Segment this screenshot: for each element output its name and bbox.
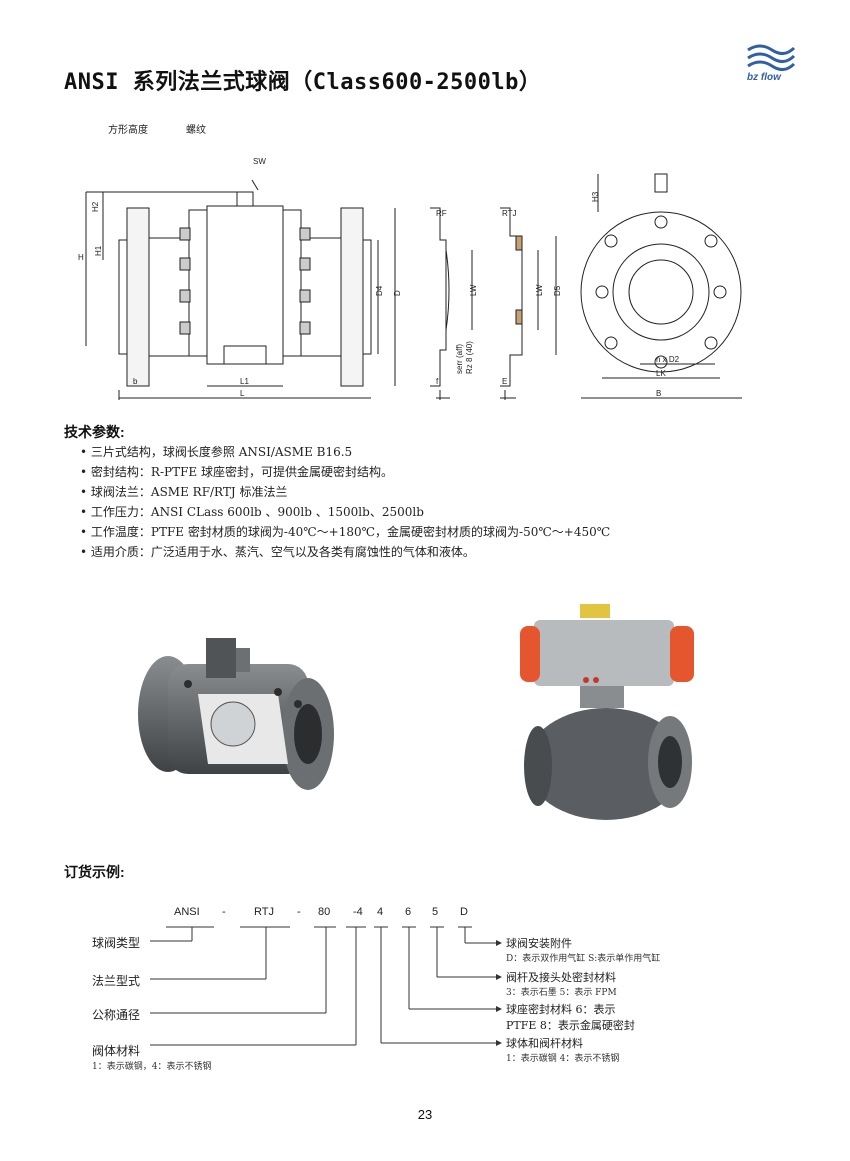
dim-lw-rf: LW <box>469 284 478 296</box>
code-5: 5 <box>432 906 438 918</box>
tech-heading: 技术参数: <box>64 424 125 440</box>
label-flange-type: 法兰型式 <box>92 974 140 988</box>
code-6: 6 <box>405 906 411 918</box>
tech-item: 三片式结构，球阀长度参照 ANSI/ASME B16.5 <box>80 442 610 462</box>
tech-item: 工作温度：PTFE 密封材质的球阀为-40℃～+180℃，金属硬密封材质的球阀为… <box>80 522 610 542</box>
desc-accessories: 球阀安装附件 <box>506 936 572 950</box>
dim-nxd2: n x D2 <box>656 355 680 364</box>
code-ansi: ANSI <box>174 906 200 918</box>
dim-b-small: b <box>133 377 138 386</box>
dim-f: f <box>436 377 439 386</box>
code-dash-2: - <box>297 906 301 918</box>
desc-ball-stem-material-sub: 1：表示碳钢 4：表示不锈钢 <box>506 1052 619 1064</box>
dim-e: E <box>502 377 507 386</box>
tech-list: 三片式结构，球阀长度参照 ANSI/ASME B16.5 密封结构：R-PTFE… <box>80 442 610 562</box>
dim-h3: H3 <box>591 191 600 202</box>
dim-lw-rtj: LW <box>535 284 544 296</box>
page-number: 23 <box>417 1107 433 1122</box>
cutaway-valve-image <box>138 638 334 790</box>
dim-rz: Rz 8 (40) <box>465 341 474 374</box>
tech-item: 工作压力：ANSI CLass 600lb 、900lb 、1500lb、250… <box>80 502 610 522</box>
dim-l1: L1 <box>240 377 249 386</box>
brand-logo-text: bz flow <box>747 72 781 83</box>
dim-d4: D4 <box>375 285 384 296</box>
dim-h: H <box>78 253 84 262</box>
code-80: 80 <box>318 906 330 918</box>
desc-stem-seal-sub: 3：表示石墨 5：表示 FPM <box>506 986 617 998</box>
desc-ball-stem-material: 球体和阀杆材料 <box>506 1036 583 1050</box>
page-title: ANSI 系列法兰式球阀（Class600-2500lb） <box>64 70 542 95</box>
desc-seat-material: 球座密封材料 6：表示 <box>506 1002 616 1016</box>
dim-l: L <box>240 389 245 398</box>
tech-item: 密封结构：R-PTFE 球座密封，可提供金属硬密封结构。 <box>80 462 610 482</box>
code-rtj: RTJ <box>254 906 274 918</box>
actuated-valve-image <box>520 604 694 820</box>
code-d: D <box>460 906 468 918</box>
desc-stem-seal: 阀杆及接头处密封材料 <box>506 970 616 984</box>
dim-lk: LK <box>656 369 666 378</box>
code-4: 4 <box>377 906 383 918</box>
dim-h2: H2 <box>91 201 100 212</box>
code-dash-1: - <box>222 906 226 918</box>
tech-item: 球阀法兰：ASME RF/RTJ 标准法兰 <box>80 482 610 502</box>
dim-serr: serr (aff) <box>455 344 464 374</box>
tech-item: 适用介质：广泛适用于水、蒸汽、空气以及各类有腐蚀性的气体和液体。 <box>80 542 610 562</box>
label-valve-type: 球阀类型 <box>92 936 140 950</box>
dim-b-big: B <box>656 389 661 398</box>
label-square-height: 方形高度 <box>108 125 148 136</box>
label-body-material-sub: 1：表示碳钢，4：表示不锈钢 <box>92 1060 211 1072</box>
dim-rf: RF <box>436 209 447 218</box>
order-code-diagram: ANSI - RTJ - 80 -4 4 6 5 D <box>92 906 660 1072</box>
label-body-material: 阀体材料 <box>92 1044 140 1058</box>
code-dash-4: -4 <box>353 906 363 918</box>
dim-h1: H1 <box>94 245 103 256</box>
order-heading: 订货示例: <box>64 864 125 880</box>
dim-sw: SW <box>253 157 266 166</box>
technical-drawing: SW H2 H H1 D4 D b L1 L RF RTJ LW LW D5 f… <box>78 157 742 400</box>
label-nominal-size: 公称通径 <box>92 1008 140 1022</box>
desc-seat-material-sub: PTFE 8：表示金属硬密封 <box>506 1018 635 1032</box>
label-thread: 螺纹 <box>186 125 206 136</box>
dim-rtj: RTJ <box>502 209 517 218</box>
desc-accessories-sub: D：表示双作用气缸 S:表示单作用气缸 <box>506 952 660 964</box>
dim-d: D <box>393 290 402 296</box>
brand-logo <box>747 44 796 71</box>
dim-d5: D5 <box>553 285 562 296</box>
